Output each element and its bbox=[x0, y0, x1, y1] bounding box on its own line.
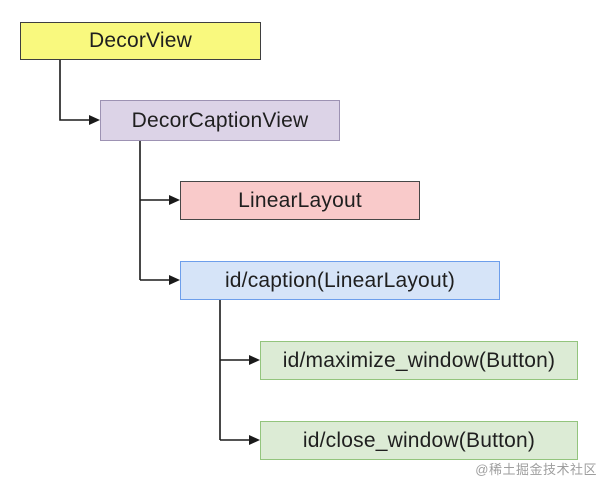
node-close-window-button: id/close_window(Button) bbox=[260, 421, 578, 460]
node-decorview: DecorView bbox=[20, 22, 261, 60]
arrowhead-maximize bbox=[249, 355, 260, 365]
node-linearlayout-label: LinearLayout bbox=[238, 188, 362, 212]
node-decorcaptionview: DecorCaptionView bbox=[100, 100, 340, 141]
node-linearlayout: LinearLayout bbox=[180, 181, 420, 220]
arrowhead-decorcaptionview bbox=[89, 115, 100, 125]
edge-decorview-decorcaptionview bbox=[59, 60, 90, 121]
arrowhead-close bbox=[249, 435, 260, 445]
watermark: @稀土掘金技术社区 bbox=[475, 462, 597, 477]
node-decorcaptionview-label: DecorCaptionView bbox=[131, 108, 309, 132]
node-maximize-window-button: id/maximize_window(Button) bbox=[260, 341, 578, 380]
arrowhead-linearlayout bbox=[169, 195, 180, 205]
node-maximize-window-button-label: id/maximize_window(Button) bbox=[282, 348, 556, 372]
arrowhead-caption bbox=[169, 275, 180, 285]
node-decorview-label: DecorView bbox=[89, 29, 192, 52]
node-close-window-button-label: id/close_window(Button) bbox=[302, 428, 536, 452]
node-caption-linearlayout: id/caption(LinearLayout) bbox=[180, 261, 500, 300]
node-caption-linearlayout-label: id/caption(LinearLayout) bbox=[224, 268, 456, 292]
